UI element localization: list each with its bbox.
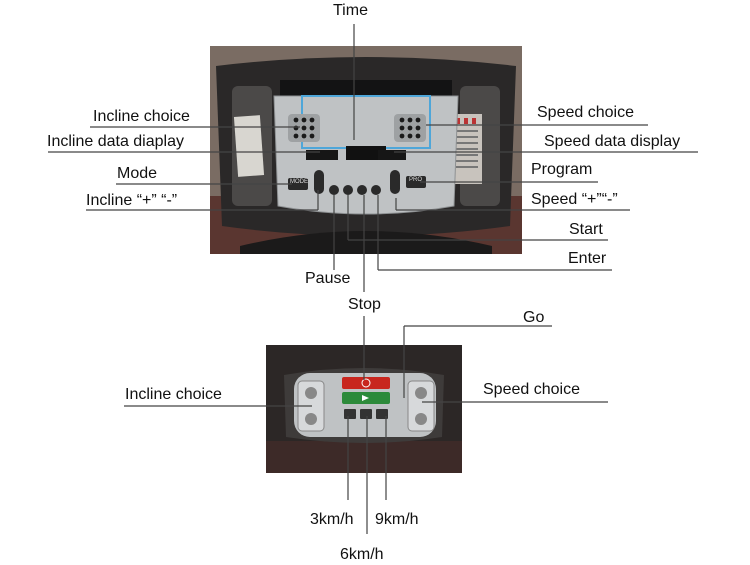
label-go: Go: [523, 309, 545, 326]
program-key-text: PRO: [409, 177, 423, 183]
label-6kmh: 6km/h: [340, 546, 384, 563]
label-time: Time: [333, 2, 368, 19]
label-3kmh: 3km/h: [310, 511, 354, 528]
console-illustration: [210, 46, 522, 254]
handlebar-panel-photo: [266, 345, 462, 473]
label-incline-plus-minus: Incline “+” “-”: [86, 192, 178, 209]
label-speed-choice: Speed choice: [537, 104, 634, 121]
label-speed-plus-minus: Speed “+”“-”: [531, 191, 618, 208]
label-program: Program: [531, 161, 593, 178]
console-photo: MODE PRO: [210, 46, 522, 254]
label-incline-choice: Incline choice: [93, 108, 190, 125]
label-enter: Enter: [568, 250, 607, 267]
label-incline-data-display: Incline data diaplay: [47, 133, 184, 150]
label-speed-choice-bottom: Speed choice: [483, 381, 580, 398]
label-stop: Stop: [348, 296, 381, 313]
label-9kmh: 9km/h: [375, 511, 419, 528]
label-speed-data-display: Speed data display: [544, 133, 681, 150]
label-start: Start: [569, 221, 603, 238]
handlebar-panel-illustration: [266, 345, 462, 473]
label-pause: Pause: [305, 270, 351, 287]
label-mode: Mode: [117, 165, 158, 182]
mode-key-text: MODE: [290, 179, 308, 185]
label-incline-choice-bottom: Incline choice: [125, 386, 222, 403]
